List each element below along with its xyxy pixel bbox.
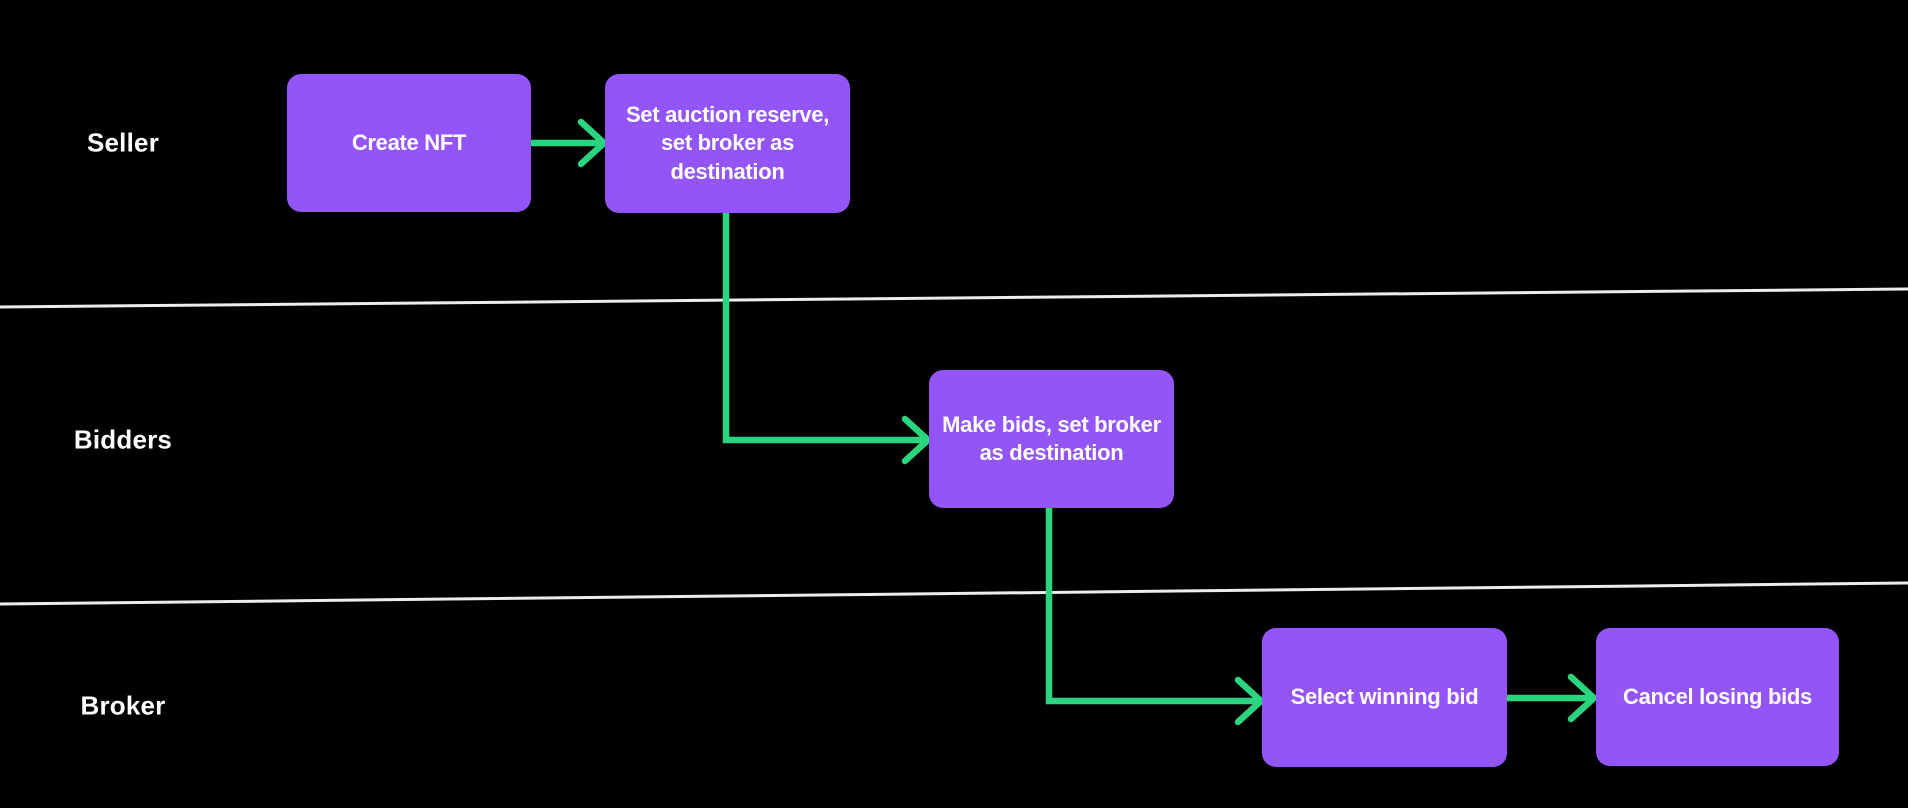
node-set-auction-reserve[interactable]: Set auction reserve, set broker as desti…: [605, 74, 850, 213]
lane-divider-1: [0, 287, 1908, 309]
node-label: Set auction reserve, set broker as desti…: [625, 102, 830, 184]
node-label: Make bids, set broker as destination: [942, 411, 1161, 465]
arrow-head-icon: [901, 415, 932, 465]
node-label: Create NFT: [351, 129, 467, 155]
node-create-nft[interactable]: Create NFT: [287, 74, 531, 212]
arrow-head-icon: [577, 118, 608, 168]
node-cancel-losing-bids[interactable]: Cancel losing bids: [1596, 628, 1839, 766]
node-make-bids[interactable]: Make bids, set broker as destination: [929, 370, 1174, 508]
node-label: Select winning bid: [1290, 684, 1479, 710]
lane-divider-2: [0, 581, 1908, 606]
node-label: Cancel losing bids: [1623, 683, 1812, 709]
lane-label-bidders: Bidders: [73, 424, 173, 455]
lane-label-seller: Seller: [86, 127, 160, 158]
edge-set-auction-to-make-bids: [722, 209, 927, 444]
edge-make-bids-to-select-winning: [1045, 504, 1260, 705]
lane-label-broker: Broker: [80, 690, 166, 721]
node-select-winning-bid[interactable]: Select winning bid: [1262, 628, 1507, 767]
arrow-head-icon: [1234, 676, 1265, 726]
arrow-head-icon: [1567, 673, 1598, 723]
